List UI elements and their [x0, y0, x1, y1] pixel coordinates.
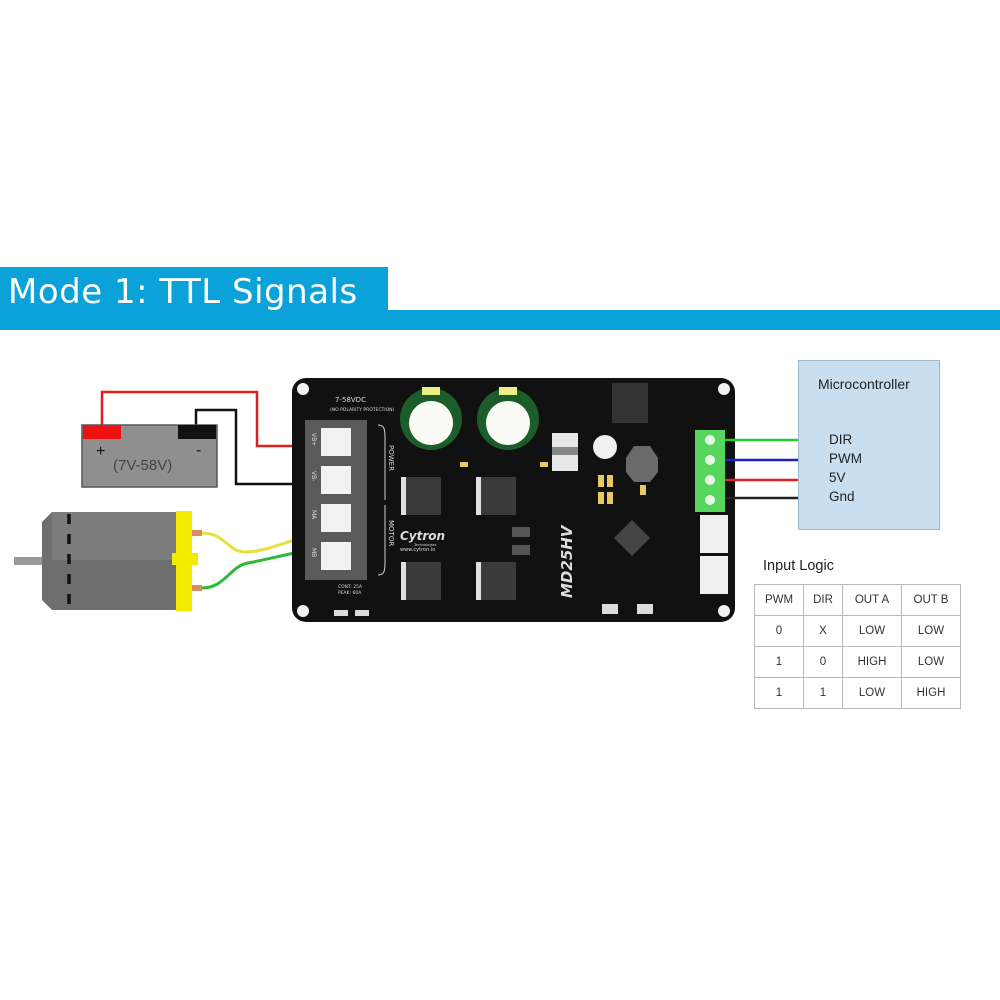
header-cell: PWM [754, 584, 804, 616]
board-brand: Cytron [400, 529, 445, 543]
header-bar [0, 310, 1000, 330]
table-cell: 1 [754, 677, 804, 709]
table-cell: HIGH [901, 677, 961, 709]
header-cell: OUT A [842, 584, 902, 616]
logic-table-header: PWM DIR OUT A OUT B [754, 584, 961, 616]
board-model: MD25HV [558, 524, 576, 598]
microcontroller-title: Microcontroller [818, 376, 910, 392]
motor-driver-board: 7-58VDC (NO POLARITY PROTECTION) POWER M… [292, 378, 735, 622]
pin-label-pwm: PWM [829, 451, 862, 466]
terminal-label-vbminus: VB- [310, 471, 317, 481]
header-cell: DIR [803, 584, 843, 616]
battery-negative-wire [194, 408, 330, 486]
battery [81, 424, 218, 488]
table-cell: 1 [754, 646, 804, 678]
battery-positive-wire [100, 390, 330, 448]
page-title: Mode 1: TTL Signals [8, 272, 358, 312]
pin-label-dir: DIR [829, 432, 853, 447]
microcontroller-box [798, 360, 940, 530]
board-motor-rating-peak: PEAK: 60A [338, 590, 362, 596]
table-cell: HIGH [842, 646, 902, 678]
board-brand-sub: Technologies [413, 543, 437, 547]
table-row: 1 0 HIGH LOW [754, 646, 961, 678]
header-cell: OUT B [901, 584, 961, 616]
table-row: 0 X LOW LOW [754, 615, 961, 647]
board-power-rating: 7-58VDC [335, 396, 366, 404]
board-section-motor: MOTOR [387, 520, 395, 546]
board-website: www.cytron.io [400, 547, 435, 553]
table-row: 1 1 LOW HIGH [754, 677, 961, 709]
dc-motor [14, 511, 202, 611]
battery-voltage-label: (7V-58V) [113, 457, 173, 474]
terminal-label-ma: MA [310, 510, 317, 520]
table-cell: 0 [754, 615, 804, 647]
table-cell: X [803, 615, 843, 647]
battery-plus-label: + [96, 443, 106, 460]
board-motor-rating: CONT: 25A [338, 584, 363, 590]
table-cell: LOW [901, 646, 961, 678]
logic-table: PWM DIR OUT A OUT B 0 X LOW LOW 1 0 HIGH… [754, 584, 961, 709]
pin-label-5v: 5V [829, 470, 846, 485]
board-section-power: POWER [387, 445, 395, 471]
terminal-label-vbplus: VB+ [310, 433, 317, 446]
terminal-label-mb: MB [310, 548, 317, 557]
table-cell: 1 [803, 677, 843, 709]
table-cell: LOW [901, 615, 961, 647]
logic-table-title: Input Logic [763, 558, 834, 574]
battery-minus-label: - [196, 442, 202, 459]
table-cell: LOW [842, 615, 902, 647]
pin-label-gnd: Gnd [829, 489, 855, 504]
board-power-note: (NO POLARITY PROTECTION) [330, 407, 395, 413]
table-cell: 0 [803, 646, 843, 678]
table-cell: LOW [842, 677, 902, 709]
